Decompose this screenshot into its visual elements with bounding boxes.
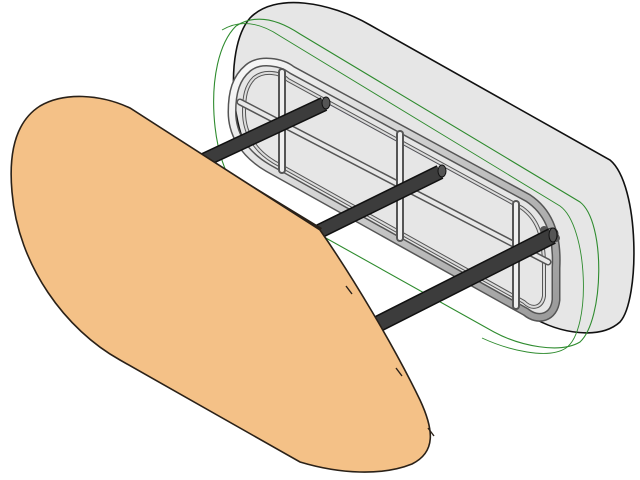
connector-rods [196, 96, 558, 334]
green-contour [213, 18, 600, 354]
tabletop [10, 95, 435, 473]
